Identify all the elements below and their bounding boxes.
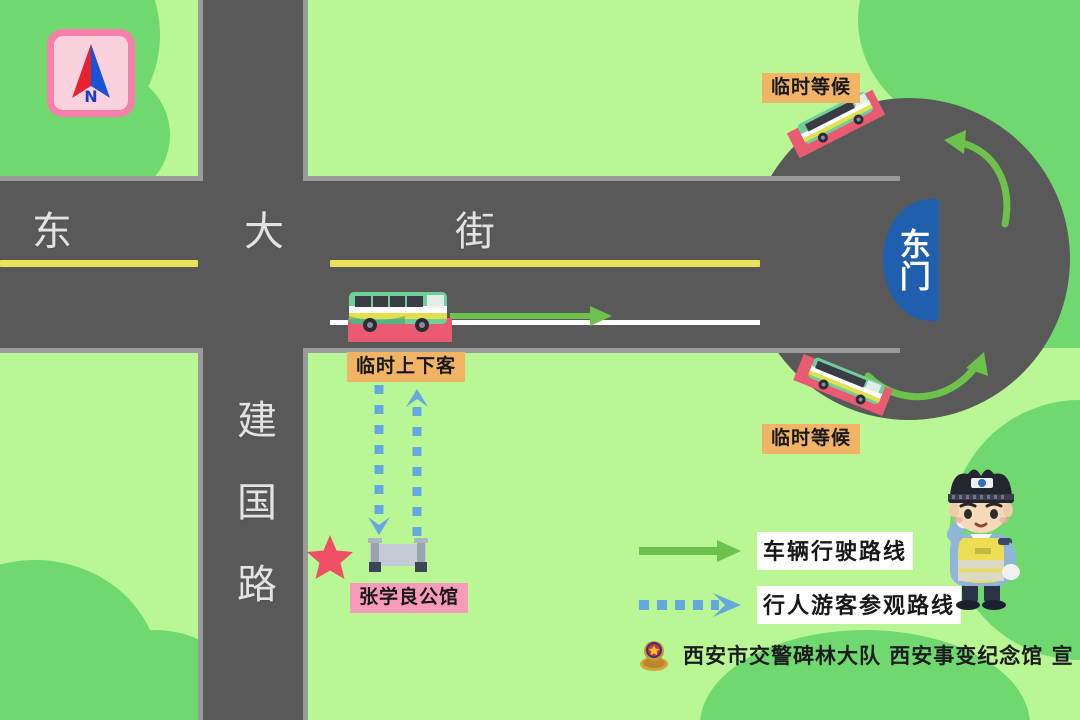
center-line-yellow-east xyxy=(330,260,760,267)
pedestrian-path-down xyxy=(368,385,390,535)
road-edge-vertical-left xyxy=(198,0,203,720)
legend-item-pedestrian-route: 行人游客参观路线 xyxy=(637,585,962,625)
footer-credit: 西安市交警碑林大队 西安事变纪念馆 宣 xyxy=(637,638,1074,672)
road-label-jie: 街 xyxy=(455,209,497,255)
compass-needle-icon xyxy=(72,44,110,98)
road-edge-vertical-right xyxy=(303,0,308,720)
road-label-da: 大 xyxy=(244,209,286,255)
label-wait-top[interactable]: 临时等候 xyxy=(762,73,861,103)
compass-rose: N xyxy=(47,29,135,117)
roundabout-arrow-upper xyxy=(944,130,1011,228)
traffic-police-mascot xyxy=(947,469,1020,610)
label-pickup-drop[interactable]: 临时上下客 xyxy=(347,352,466,382)
road-edge-horizontal-bottom xyxy=(0,348,900,353)
compass-north-label: N xyxy=(84,87,98,106)
legend: 车辆行驶路线 行人游客参观路线 xyxy=(637,531,962,639)
legend-label-pedestrian-route: 行人游客参观路线 xyxy=(757,586,962,624)
road-edge-horizontal-top xyxy=(0,176,900,181)
intersection-fill xyxy=(198,181,313,348)
east-gate-label: 东门 xyxy=(893,228,930,292)
star-marker-icon xyxy=(307,535,353,579)
bus-wait-top[interactable] xyxy=(794,87,882,155)
legend-item-vehicle-route: 车辆行驶路线 xyxy=(637,531,961,571)
bus-wait-bottom[interactable] xyxy=(802,354,891,416)
label-mansion[interactable]: 张学良公馆 xyxy=(350,583,469,613)
road-label-guo: 国 xyxy=(237,480,279,526)
center-line-yellow-west xyxy=(0,260,198,267)
police-emblem-icon xyxy=(640,641,668,671)
label-wait-bottom[interactable]: 临时等候 xyxy=(762,424,861,454)
legend-dotted-arrow-icon xyxy=(639,593,741,617)
road-vertical xyxy=(203,0,303,720)
lane-line-white xyxy=(330,320,760,325)
road-label-dong: 东 xyxy=(32,209,74,255)
legend-label-vehicle-route: 车辆行驶路线 xyxy=(757,532,914,570)
road-label-lu: 路 xyxy=(237,562,279,608)
pedestrian-path-up xyxy=(406,389,428,537)
vehicle-direction-arrow xyxy=(450,306,612,326)
legend-solid-arrow-icon xyxy=(639,540,741,562)
bus-pickup-drop[interactable] xyxy=(347,288,451,336)
mansion-gate-icon[interactable] xyxy=(362,536,434,574)
footer-text: 西安市交警碑林大队 西安事变纪念馆 宣 xyxy=(683,644,1074,668)
road-label-jian: 建 xyxy=(237,398,279,444)
